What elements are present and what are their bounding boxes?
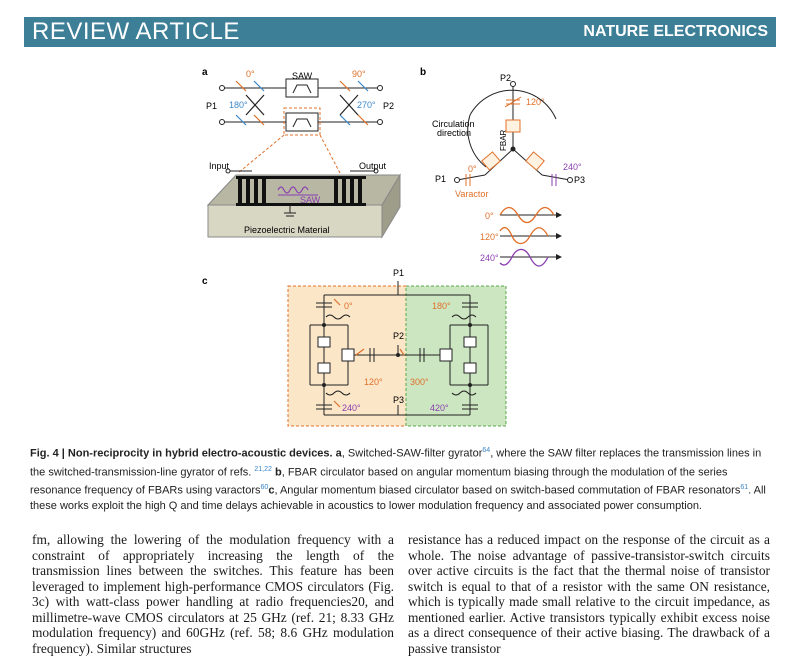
caption-c-text: , Angular momentum biased circulator bas… <box>274 484 741 497</box>
figure-caption: Fig. 4 | Non-reciprocity in hybrid elect… <box>30 443 770 514</box>
circulation-label-2: direction <box>437 128 471 138</box>
journal-header-banner: REVIEW ARTICLE NATURE ELECTRONICS <box>24 17 776 47</box>
port-p1: P1 <box>206 101 217 111</box>
caption-a-ref2[interactable]: 21,22 <box>254 465 272 473</box>
varactor-label: Varactor <box>455 189 488 199</box>
phase-c-0: 0° <box>344 301 353 311</box>
caption-title: Fig. 4 | Non-reciprocity in hybrid elect… <box>30 447 333 460</box>
port-b-p1: P1 <box>435 174 446 184</box>
panel-c: c P1 P2 P3 <box>202 268 507 427</box>
phase-c-240: 240° <box>342 403 361 413</box>
phase-b-0: 0° <box>468 164 477 174</box>
wave-label: SAW <box>300 195 321 205</box>
caption-a-ref[interactable]: 64 <box>482 447 491 454</box>
phase-waveforms: 0° 120° 240° <box>480 206 562 267</box>
phase-c-180: 180° <box>432 301 451 311</box>
phase-b-120: 120° <box>526 97 545 107</box>
port-p2: P2 <box>383 101 394 111</box>
material-label: Piezoelectric Material <box>244 225 330 235</box>
panel-a: a 0° 90° 180° 270° P1 P2 SAW <box>202 67 401 239</box>
circulation-label-1: Circulation <box>432 119 475 129</box>
caption-a-tag: a <box>335 447 342 460</box>
body-column-left: fm, allowing the lowering of the modulat… <box>32 532 394 656</box>
caption-b-ref[interactable]: 60 <box>260 484 269 492</box>
panel-b-label: b <box>420 67 426 78</box>
article-type: REVIEW ARTICLE <box>32 18 240 45</box>
port-b-p3: P3 <box>574 175 585 185</box>
port-c-p3: P3 <box>393 395 404 405</box>
caption-b-tag: b <box>274 466 282 479</box>
caption-a-text2: , where the SAW filter replaces the tran… <box>30 447 762 479</box>
saw-label: SAW <box>292 71 313 81</box>
panel-b: b P2 P1 P3 Circulation direction FBAR Va… <box>420 67 585 267</box>
wave-0-label: 0° <box>485 211 494 221</box>
phase-c-300: 300° <box>410 377 429 387</box>
wave-120-label: 120° <box>480 232 499 242</box>
port-c-p1: P1 <box>393 268 404 278</box>
phase-c-120: 120° <box>364 377 383 387</box>
output-label: Output <box>359 161 387 171</box>
figure-4: a 0° 90° 180° 270° P1 P2 SAW <box>202 67 585 427</box>
fbar-label: FBAR <box>499 129 508 151</box>
port-b-p2: P2 <box>500 73 511 83</box>
phase-270: 270° <box>357 100 376 110</box>
panel-a-label: a <box>202 67 208 78</box>
phase-c-420: 420° <box>430 403 449 413</box>
caption-a-text: , Switched-SAW-filter gyrator <box>341 447 483 460</box>
port-c-p2: P2 <box>393 331 404 341</box>
input-label: Input <box>209 161 230 171</box>
caption-c-tag: c <box>268 484 275 497</box>
phase-b-240: 240° <box>563 162 582 172</box>
caption-c-ref[interactable]: 61 <box>740 484 749 492</box>
phase-180: 180° <box>229 100 248 110</box>
wave-240-label: 240° <box>480 253 499 263</box>
journal-name: NATURE ELECTRONICS <box>583 23 768 40</box>
phase-0: 0° <box>246 69 255 79</box>
caption-b-text: , FBAR circulator based on angular momen… <box>30 466 728 497</box>
body-column-right: resistance has a reduced impact on the r… <box>408 532 770 656</box>
panel-c-label: c <box>202 276 208 287</box>
phase-90: 90° <box>352 69 366 79</box>
caption-end-text: . All these works exploit the high Q and… <box>30 484 766 512</box>
